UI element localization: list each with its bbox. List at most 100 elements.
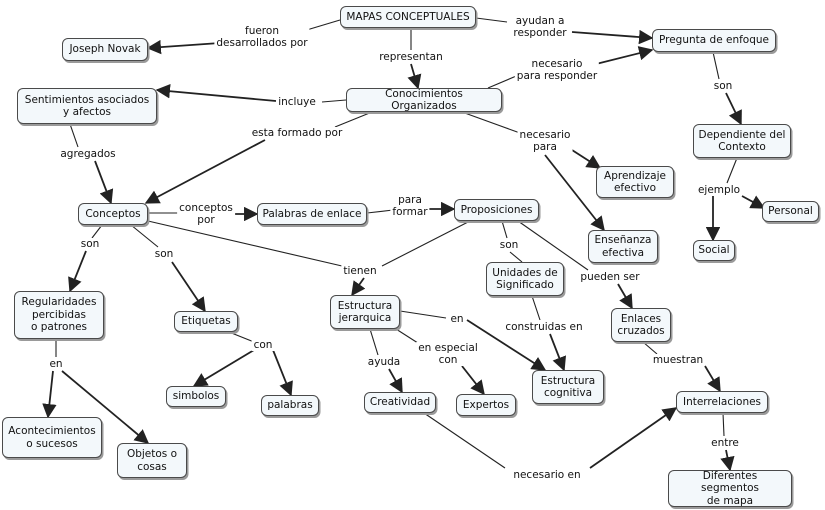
connector-conceptos-to-son-1 xyxy=(91,224,103,239)
connector-creatividad-to-necesario-en xyxy=(423,412,506,469)
link-label-ejemplo: ejemplo xyxy=(695,184,743,196)
connector-interrelaciones-to-entre xyxy=(722,412,725,437)
connector-especial-to-expertos xyxy=(461,365,485,396)
node-pregunta-de-enfoque[interactable]: Pregunta de enfoque xyxy=(652,29,776,52)
connector-entre-to-segmentos xyxy=(720,449,735,472)
link-label-tienen: tienen xyxy=(341,265,379,277)
connector-etiquetas-to-con xyxy=(228,331,255,343)
link-label-agregados: agregados xyxy=(58,148,118,160)
node-conceptos[interactable]: Conceptos xyxy=(78,203,148,225)
connector-incluye-to-sentimientos xyxy=(155,84,277,102)
connector-conceptos-to-son-2 xyxy=(130,224,159,248)
link-label-conceptos-por: conceptos por xyxy=(177,202,235,226)
connector-son-to-dependiente xyxy=(725,92,742,126)
node-estructura-cognitiva[interactable]: Estructura cognitiva xyxy=(532,370,604,404)
link-label-fueron-desarrollados-por: fueron desarrollados por xyxy=(214,25,310,49)
node-sentimientos-asociados[interactable]: Sentimientos asociados y afectos xyxy=(17,88,157,124)
link-label-necesario-en: necesario en xyxy=(511,469,583,481)
node-simbolos[interactable]: simbolos xyxy=(166,386,226,407)
connector-necesario-para-to-aprendizaje xyxy=(571,149,602,169)
connector-mapas-to-ayudan xyxy=(475,17,508,23)
connector-conocimientos-to-necesario-para xyxy=(461,111,521,134)
node-social[interactable]: Social xyxy=(693,240,735,261)
node-conocimientos-organizados[interactable]: Conocimientos Organizados xyxy=(346,88,502,112)
connector-proposiciones-to-tienen xyxy=(381,220,471,267)
connector-en-to-estructura-cognitiva xyxy=(466,319,547,371)
connector-muestran-to-interrelaciones xyxy=(704,365,721,393)
node-dependiente-del-contexto[interactable]: Dependiente del Contexto xyxy=(693,124,791,158)
node-mapas-conceptuales[interactable]: MAPAS CONCEPTUALES xyxy=(340,6,476,28)
node-estructura-jerarquica[interactable]: Estructura jerarquica xyxy=(330,295,400,329)
link-label-ayuda: ayuda xyxy=(365,356,403,368)
link-label-en-estructura: en xyxy=(448,313,466,325)
link-label-esta-formado-por: esta formado por xyxy=(249,127,345,139)
link-label-en-especial-con: en especial con xyxy=(416,342,480,366)
link-label-son-pregunta: son xyxy=(711,80,735,92)
connector-dependiente-to-ejemplo xyxy=(726,157,738,184)
connector-proposiciones-to-son xyxy=(501,220,508,239)
connector-con-to-simbolos xyxy=(192,349,255,387)
node-palabras-de-enlace[interactable]: Palabras de enlace xyxy=(257,203,367,225)
connector-tienen-to-estructura-jerarquica xyxy=(351,277,366,297)
connector-en-to-objetos xyxy=(61,370,150,444)
connector-representan-to-conocimientos xyxy=(407,63,422,90)
link-label-son-unidades: son xyxy=(497,239,521,251)
node-etiquetas[interactable]: Etiquetas xyxy=(174,311,238,332)
node-diferentes-segmentos[interactable]: Diferentes segmentos de mapa xyxy=(668,470,792,507)
connector-ayuda-to-creatividad xyxy=(388,368,403,394)
node-regularidades[interactable]: Regularidades percibidas o patrones xyxy=(14,291,104,339)
connector-necesario-para-to-ensenanza xyxy=(544,154,605,232)
node-personal[interactable]: Personal xyxy=(762,201,819,222)
connector-estructura-jerarquica-to-ayuda xyxy=(369,328,379,356)
link-label-en-regularidades: en xyxy=(47,358,65,370)
connector-estructura-jerarquica-to-en xyxy=(399,310,447,319)
node-acontecimientos[interactable]: Acontecimientos o sucesos xyxy=(2,417,102,458)
connector-proposiciones-to-pueden xyxy=(517,220,589,271)
node-objetos-o-cosas[interactable]: Objetos o cosas xyxy=(117,443,187,478)
connector-ejemplo-to-personal xyxy=(741,195,766,209)
node-ensenanza-efectiva[interactable]: Enseñanza efectiva xyxy=(588,230,658,263)
link-label-ayudan-a-responder: ayudan a responder xyxy=(511,15,569,39)
node-creatividad[interactable]: Creatividad xyxy=(364,392,436,413)
connector-con-to-palabras xyxy=(272,349,293,397)
connector-sentimientos-to-agregados xyxy=(69,123,79,148)
node-palabras[interactable]: palabras xyxy=(261,395,319,416)
connector-construidas-to-cognitiva xyxy=(549,333,567,372)
link-label-necesario-para: necesario para xyxy=(517,129,573,153)
connector-palabras-enlace-to-para-formar xyxy=(366,209,394,214)
node-unidades-de-significado[interactable]: Unidades de Significado xyxy=(486,262,564,296)
node-enlaces-cruzados[interactable]: Enlaces cruzados xyxy=(611,308,671,342)
node-proposiciones[interactable]: Proposiciones xyxy=(454,199,539,221)
connector-agregados-to-conceptos xyxy=(94,160,114,205)
connector-necesario-resp-to-pregunta xyxy=(595,46,654,65)
link-label-pueden-ser: pueden ser xyxy=(578,271,642,283)
link-label-necesario-para-responder: necesario para responder xyxy=(514,58,600,82)
link-label-con-etiquetas: con xyxy=(251,339,275,351)
connector-ayudan-to-pregunta xyxy=(571,29,654,45)
node-expertos[interactable]: Expertos xyxy=(456,394,516,416)
connector-pregunta-to-son xyxy=(712,51,720,80)
link-label-para-formar: para formar xyxy=(390,194,430,218)
link-label-son-regularidades: son xyxy=(78,238,102,250)
connector-fueron-to-joseph xyxy=(146,39,221,55)
link-label-muestran: muestran xyxy=(650,354,706,366)
link-label-representan: representan xyxy=(377,51,445,63)
link-label-incluye: incluye xyxy=(276,96,318,108)
node-aprendizaje-efectivo[interactable]: Aprendizaje efectivo xyxy=(596,166,674,198)
node-interrelaciones[interactable]: Interrelaciones xyxy=(676,391,768,413)
connector-conocimientos-to-esta xyxy=(334,111,373,128)
connector-necesario-en-to-interrelaciones xyxy=(589,407,678,469)
connector-unidades-to-construidas xyxy=(531,295,541,321)
link-label-entre: entre xyxy=(709,437,741,449)
connector-esta-to-conceptos xyxy=(144,139,266,204)
link-label-construidas-en: construidas en xyxy=(503,321,585,333)
connector-en-to-acontecimientos xyxy=(42,370,57,419)
link-label-son-etiquetas: son xyxy=(152,248,176,260)
node-joseph-novak[interactable]: Joseph Novak xyxy=(62,38,148,61)
connector-pueden-to-enlaces xyxy=(617,283,633,310)
connector-son-1-to-regularidades xyxy=(68,250,87,293)
connector-son-2-to-etiquetas xyxy=(171,261,206,313)
connector-son-to-unidades xyxy=(509,251,523,263)
